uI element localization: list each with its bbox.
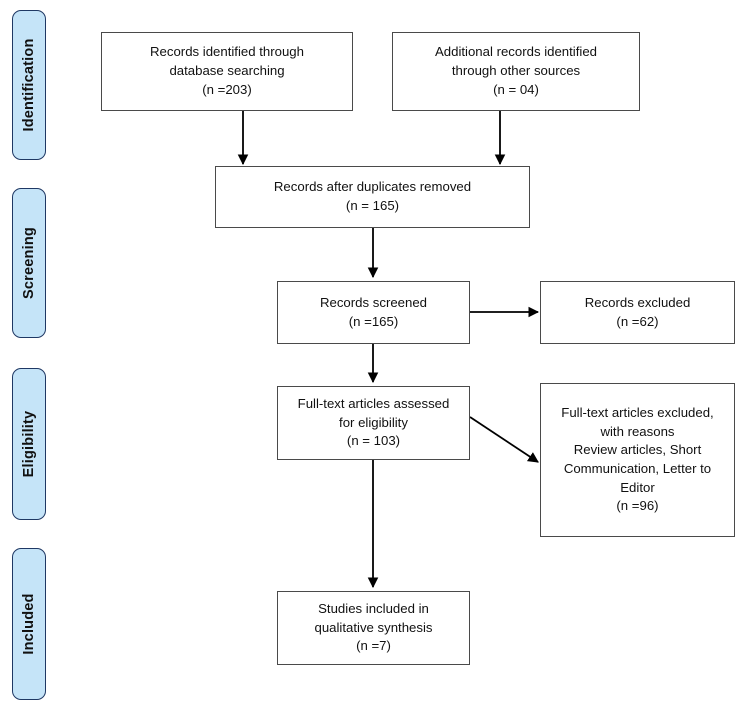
- box-records-after-duplicates-removed: Records after duplicates removed (n = 16…: [215, 166, 530, 228]
- box-records-after-duplicates-removed-text: Records after duplicates removed (n = 16…: [273, 179, 472, 213]
- box-additional-records-other-sources: Additional records identified through ot…: [392, 32, 640, 111]
- box-fulltext-articles-assessed: Full-text articles assessed for eligibil…: [277, 386, 470, 460]
- box-studies-included-qualitative-synthesis-text: Studies included in qualitative synthesi…: [314, 600, 433, 654]
- box-records-identified-database-text: Records identified through database sear…: [150, 44, 304, 97]
- box-additional-records-other-sources-text: Additional records identified through ot…: [434, 44, 597, 97]
- box-fulltext-articles-excluded-text: Full-text articles excluded, with reason…: [561, 404, 714, 514]
- box-records-identified-database: Records identified through database sear…: [101, 32, 353, 111]
- stage-tab-screening: Screening: [12, 188, 46, 338]
- box-records-screened-text: Records screened (n =165): [319, 294, 428, 329]
- stage-tab-eligibility: Eligibility: [12, 368, 46, 520]
- box-records-excluded-text: Records excluded (n =62): [584, 294, 691, 329]
- stage-tab-identification-label: Identification: [21, 38, 37, 132]
- box-fulltext-articles-assessed-text: Full-text articles assessed for eligibil…: [297, 395, 450, 449]
- box-fulltext-articles-excluded: Full-text articles excluded, with reason…: [540, 383, 735, 537]
- stage-tab-identification: Identification: [12, 10, 46, 160]
- arrow-fulltext-to-fulltext-excluded: [469, 416, 539, 463]
- box-records-screened: Records screened (n =165): [277, 281, 470, 344]
- stage-tab-included: Included: [12, 548, 46, 700]
- box-studies-included-qualitative-synthesis: Studies included in qualitative synthesi…: [277, 591, 470, 665]
- stage-tab-eligibility-label: Eligibility: [21, 410, 37, 478]
- box-records-excluded: Records excluded (n =62): [540, 281, 735, 344]
- stage-tab-screening-label: Screening: [21, 227, 37, 299]
- stage-tab-included-label: Included: [21, 593, 37, 655]
